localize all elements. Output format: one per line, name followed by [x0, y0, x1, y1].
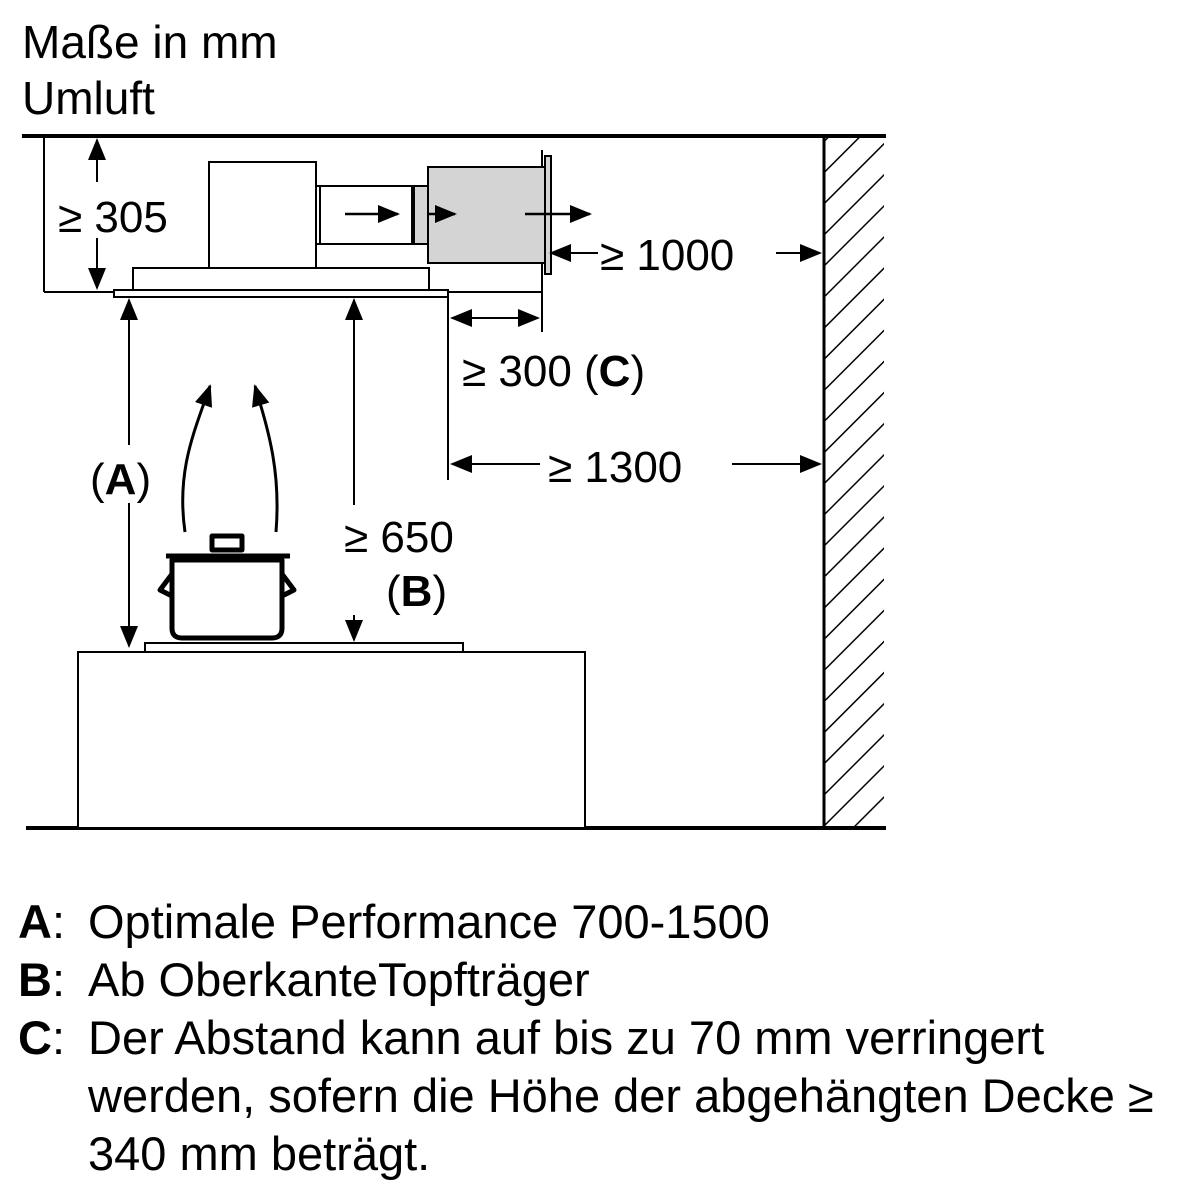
legend-item: C: Der Abstand kann auf bis zu 70 mm verr…: [18, 1009, 1188, 1183]
legend-text: Ab OberkanteTopfträger: [88, 953, 590, 1006]
dim-label-300: ≥ 300 (C): [462, 347, 645, 396]
cooking-pot: [157, 533, 297, 641]
legend-key: B:: [18, 953, 66, 1006]
steam-arrow: [181, 384, 213, 533]
kitchen-counter: [77, 651, 586, 829]
legend-item: A: Optimale Performance 700-1500: [18, 893, 1188, 951]
dim-label-b: (B): [386, 567, 447, 616]
header-mode: Umluft: [22, 72, 155, 124]
cooktop: [144, 642, 464, 653]
dim-label-1000: ≥ 1000: [600, 231, 734, 280]
legend-key: A:: [18, 895, 66, 948]
legend-text: Der Abstand kann auf bis zu 70 mm verrin…: [88, 1011, 1154, 1180]
dim-label-305: ≥ 305: [58, 193, 168, 242]
header-units: Maße in mm: [22, 16, 278, 68]
installation-diagram: Maße in mm Umluft ≥ 305 ≥ 1000: [22, 16, 886, 830]
legend-text: Optimale Performance 700-1500: [88, 895, 770, 948]
wall: [822, 136, 884, 828]
dim-label-650: ≥ 650: [344, 513, 454, 562]
legend-key: C:: [18, 1011, 66, 1064]
legend-item: B: Ab OberkanteTopfträger: [18, 951, 1188, 1009]
dim-label-1300: ≥ 1300: [548, 443, 682, 492]
steam-arrow: [252, 384, 279, 533]
dim-label-a: (A): [90, 455, 151, 504]
